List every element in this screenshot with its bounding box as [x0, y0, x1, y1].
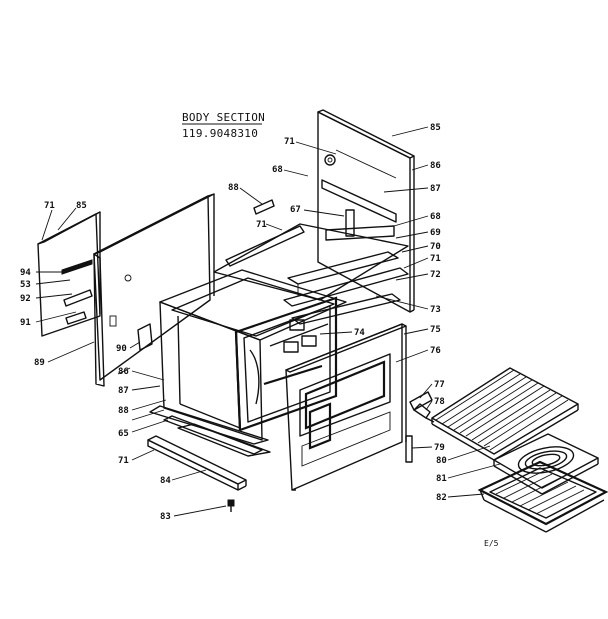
part-label: 79: [434, 443, 445, 453]
part-label: 77: [434, 380, 445, 390]
part-label: 88: [118, 406, 129, 416]
part-label: 89: [34, 358, 45, 368]
part-number-labels: 85 71 68 86 87 88 67 71 68 69 70 71 72 7…: [20, 123, 447, 522]
part-label: 69: [430, 228, 441, 238]
left-side-panel: [37, 211, 101, 337]
part-label: 71: [256, 220, 267, 230]
part-label: 71: [430, 254, 441, 264]
part-label: 53: [20, 280, 31, 290]
part-label: 87: [430, 184, 441, 194]
part-label: 68: [430, 212, 441, 222]
part-label: 70: [430, 242, 441, 252]
oven-bottom-frame: [149, 405, 271, 457]
part-label: 81: [436, 474, 447, 484]
part-label: 67: [290, 205, 301, 215]
part-label: 71: [118, 456, 129, 466]
side-panel: [93, 193, 215, 387]
oven-rack: [431, 367, 579, 461]
part-label: 91: [20, 318, 31, 328]
part-label: 65: [118, 429, 129, 439]
part-label: 68: [272, 165, 283, 175]
part-label: 87: [118, 386, 129, 396]
page-reference: E/5: [484, 539, 499, 548]
part-label: 75: [430, 325, 441, 335]
part-label: 86: [430, 161, 441, 171]
screw: [227, 499, 235, 512]
rear-panel: [317, 109, 415, 313]
part-label: 82: [436, 493, 447, 503]
part-label: 73: [430, 305, 441, 315]
part-label: 85: [76, 201, 87, 211]
part-label: 76: [430, 346, 441, 356]
bracket-part: [253, 199, 275, 215]
part-label: 72: [430, 270, 441, 280]
part-label: 92: [20, 294, 31, 304]
part-label: 90: [116, 344, 127, 354]
part-label: 86: [118, 367, 129, 377]
part-label: 80: [436, 456, 447, 466]
bracket-90: [137, 323, 153, 351]
kick-plate: [147, 435, 247, 491]
oven-rails: [283, 251, 409, 325]
part-label: 78: [434, 397, 445, 407]
part-label: 74: [354, 328, 365, 338]
part-label: 85: [430, 123, 441, 133]
oven-liner: [159, 269, 347, 441]
part-label: 71: [44, 201, 55, 211]
part-label: 88: [228, 183, 239, 193]
top-panel: [213, 209, 409, 301]
part-label: 94: [20, 268, 31, 278]
part-label: 83: [160, 512, 171, 522]
oven-door: [285, 323, 407, 491]
callout-leaders: [35, 126, 501, 517]
part-label: 71: [284, 137, 295, 147]
hinge-pin: [405, 435, 413, 463]
broiler-pan: [477, 460, 608, 533]
part-label: 84: [160, 476, 171, 486]
door-hinge: [409, 391, 435, 423]
model-number: 119.9048310: [182, 127, 258, 140]
section-title: BODY SECTION: [182, 111, 265, 124]
